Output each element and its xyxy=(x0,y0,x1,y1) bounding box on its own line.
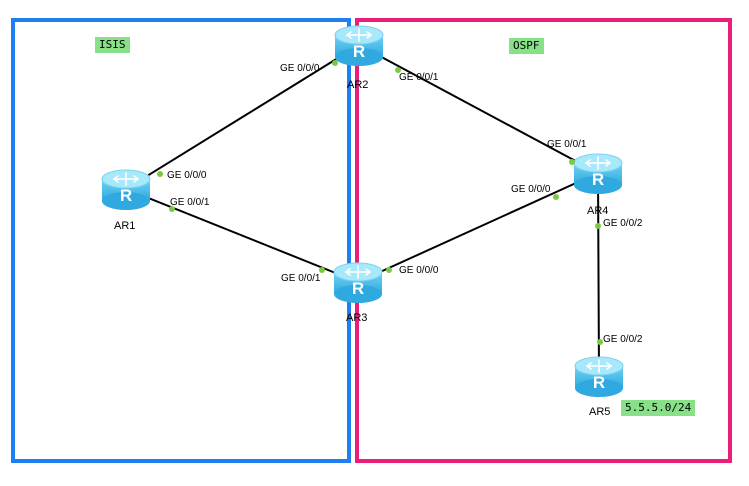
port-dot-ar2 xyxy=(395,67,401,73)
port-label-ar4-ge002: GE 0/0/2 xyxy=(603,218,643,229)
network-tag: 5.5.5.0/24 xyxy=(621,400,696,416)
svg-text:R: R xyxy=(352,279,364,298)
port-label-ar5-ge002: GE 0/0/2 xyxy=(603,334,643,345)
router-ar3-icon[interactable]: R xyxy=(333,262,383,303)
port-dot-ar4 xyxy=(553,194,559,200)
port-dot-ar5 xyxy=(597,339,603,345)
port-label-ar4-ge001: GE 0/0/1 xyxy=(547,139,587,150)
port-dot-ar1 xyxy=(169,206,175,212)
ospf-zone xyxy=(355,18,732,463)
port-label-ar1-ge001: GE 0/0/1 xyxy=(170,197,210,208)
port-dot-ar3 xyxy=(386,267,392,273)
port-dot-ar4 xyxy=(595,223,601,229)
port-label-ar3-ge000: GE 0/0/0 xyxy=(399,265,439,276)
router-ar5-icon[interactable]: R xyxy=(574,356,624,397)
port-dot-ar4 xyxy=(569,159,575,165)
router-label-ar4: AR4 xyxy=(587,205,609,217)
router-label-ar1: AR1 xyxy=(114,220,136,232)
router-ar4-icon[interactable]: R xyxy=(573,153,623,194)
port-dot-ar3 xyxy=(319,267,325,273)
router-label-ar2: AR2 xyxy=(347,79,369,91)
svg-text:R: R xyxy=(353,42,365,61)
link-ar1-ar3 xyxy=(125,188,359,283)
ospf-zone-label: OSPF xyxy=(509,38,544,54)
svg-text:R: R xyxy=(120,186,132,205)
port-label-ar1-ge000: GE 0/0/0 xyxy=(167,170,207,181)
isis-zone xyxy=(11,18,351,463)
link-ar2-ar4 xyxy=(358,44,599,174)
router-ar2-icon[interactable]: R xyxy=(334,25,384,66)
router-label-ar5: AR5 xyxy=(589,406,611,418)
port-label-ar4-ge000: GE 0/0/0 xyxy=(511,184,551,195)
svg-text:R: R xyxy=(592,170,604,189)
port-label-ar2-ge000: GE 0/0/0 xyxy=(280,63,320,74)
router-ar1-icon[interactable]: R xyxy=(101,169,151,210)
link-ar4-ar5 xyxy=(597,172,600,377)
port-dot-ar1 xyxy=(157,171,163,177)
port-dot-ar2 xyxy=(332,60,338,66)
link-ar3-ar4 xyxy=(357,172,599,283)
port-label-ar3-ge001: GE 0/0/1 xyxy=(281,273,321,284)
router-label-ar3: AR3 xyxy=(346,312,368,324)
port-label-ar2-ge001: GE 0/0/1 xyxy=(399,72,439,83)
isis-zone-label: ISIS xyxy=(95,37,130,53)
link-ar1-ar2 xyxy=(125,44,360,190)
svg-text:R: R xyxy=(593,373,605,392)
